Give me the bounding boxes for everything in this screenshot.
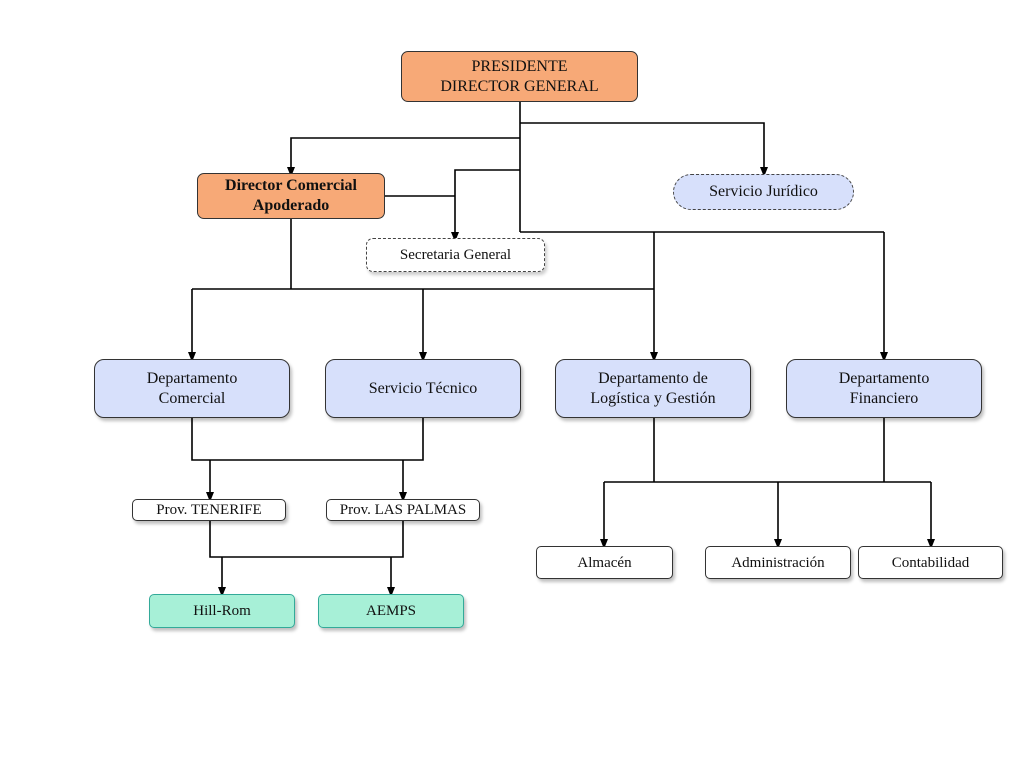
connector-arrow bbox=[451, 169, 520, 242]
prov-tenerife-box: Prov. TENERIFE bbox=[132, 499, 286, 521]
servicio-tecnico-box: Servicio Técnico bbox=[325, 359, 521, 418]
director-comercial-label: Director Comercial Apoderado bbox=[225, 177, 357, 214]
servicio-juridico-label: Servicio Jurídico bbox=[709, 183, 818, 200]
hill-rom-label: Hill-Rom bbox=[193, 603, 251, 619]
administracion-box: Administración bbox=[705, 546, 851, 579]
dept-financiero-label: Departamento Financiero bbox=[838, 369, 930, 407]
director-comercial-box: Director Comercial Apoderado bbox=[197, 173, 385, 219]
dept-logistica-label: Departamento de Logística y Gestión bbox=[590, 369, 716, 407]
secretaria-general-box: Secretaria General bbox=[366, 238, 545, 272]
dept-comercial-box: Departamento Comercial bbox=[94, 359, 290, 418]
hill-rom-box: Hill-Rom bbox=[149, 594, 295, 628]
dept-logistica-box: Departamento de Logística y Gestión bbox=[555, 359, 751, 418]
servicio-tecnico-label: Servicio Técnico bbox=[368, 379, 478, 397]
connector-line bbox=[191, 418, 424, 461]
aemps-label: AEMPS bbox=[365, 603, 417, 619]
presidente-box: PRESIDENTE DIRECTOR GENERAL bbox=[401, 51, 638, 102]
contabilidad-label: Contabilidad bbox=[891, 554, 970, 571]
connector-arrow bbox=[287, 137, 520, 177]
secretaria-general-label: Secretaria General bbox=[399, 247, 512, 263]
dept-financiero-box: Departamento Financiero bbox=[786, 359, 982, 418]
connector-arrow bbox=[520, 122, 768, 177]
connector-line bbox=[209, 521, 404, 558]
prov-las-palmas-box: Prov. LAS PALMAS bbox=[326, 499, 480, 521]
presidente-label: PRESIDENTE DIRECTOR GENERAL bbox=[440, 57, 599, 95]
dept-comercial-label: Departamento Comercial bbox=[146, 369, 238, 407]
almacen-label: Almacén bbox=[577, 554, 632, 571]
servicio-juridico-box: Servicio Jurídico bbox=[673, 174, 854, 210]
administracion-label: Administración bbox=[731, 554, 825, 571]
almacen-box: Almacén bbox=[536, 546, 673, 579]
contabilidad-box: Contabilidad bbox=[858, 546, 1003, 579]
prov-tenerife-label: Prov. TENERIFE bbox=[156, 502, 262, 518]
prov-las-palmas-label: Prov. LAS PALMAS bbox=[339, 502, 467, 518]
aemps-box: AEMPS bbox=[318, 594, 464, 628]
